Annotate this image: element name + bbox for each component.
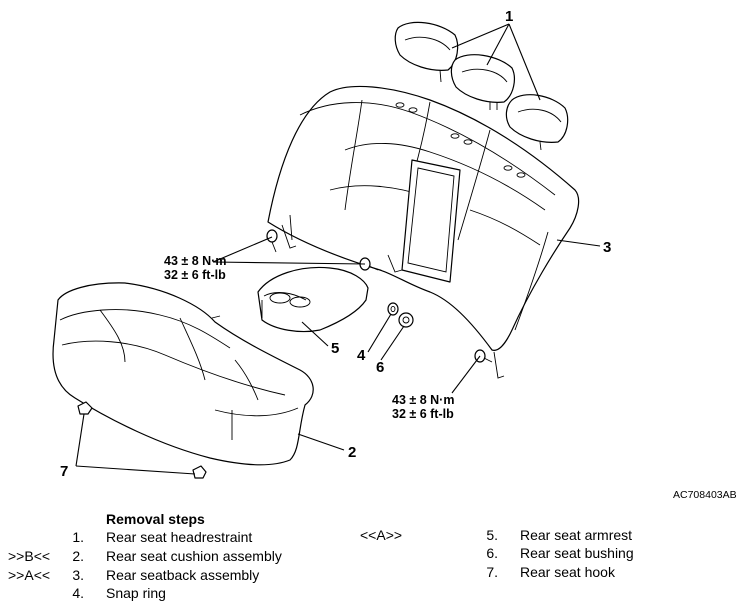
callout-5: 5 [331,340,339,357]
step-1-text: Rear seat headrestraint [106,529,253,545]
callout-6: 6 [376,359,384,376]
headrestraint-center [450,54,515,110]
step-7-number: 7. [486,564,498,580]
figure-id: AC708403AB [673,489,737,500]
rear-seat-hook-left [77,401,93,415]
step-2-number: 2. [72,548,84,564]
torque-upper-nm: 43 ± 8 N·m [164,254,226,268]
legend-title: Removal steps [106,511,205,527]
rear-seat-hook-right [192,465,207,479]
step-1-number: 1. [72,529,84,545]
headrestraint-left [394,21,459,83]
rear-seat-armrest [257,266,369,333]
step-3-number: 3. [72,567,84,583]
step-5-number: 5. [486,527,498,543]
callout-1: 1 [505,8,513,25]
step-6-number: 6. [486,545,498,561]
bolt-upper-left [266,229,278,253]
snap-ring [387,302,399,316]
callout-2: 2 [348,444,356,461]
bolt-lower-right [474,349,493,363]
step-6-text: Rear seat bushing [520,545,634,561]
step-2-mark: >>B<< [8,548,51,564]
step-4-text: Snap ring [106,585,166,601]
step-3-mark: >>A<< [8,567,51,583]
rear-seat-bushing [398,312,414,328]
callout-3: 3 [603,239,611,256]
callout-4: 4 [357,347,366,364]
torque-lower-nm: 43 ± 8 N·m [392,393,454,407]
torque-upper-ftlb: 32 ± 6 ft-lb [164,268,226,282]
step-7-text: Rear seat hook [520,564,615,580]
callout-7: 7 [60,463,68,480]
step-5-text: Rear seat armrest [520,527,633,543]
torque-lower-ftlb: 32 ± 6 ft-lb [392,407,454,421]
exploded-view-diagram: 1 2 3 4 5 6 7 43 ± 8 N·m 32 ± 6 ft-lb 43… [52,8,737,500]
rear-seatback-assembly [267,85,580,379]
step-5-mark: <<A>> [360,527,403,543]
step-4-number: 4. [72,585,84,601]
step-2-text: Rear seat cushion assembly [106,548,282,564]
rear-seat-cushion-assembly [52,282,314,466]
step-3-text: Rear seatback assembly [106,567,260,583]
headrestraint-right [505,94,569,151]
leader-lines [75,23,601,475]
